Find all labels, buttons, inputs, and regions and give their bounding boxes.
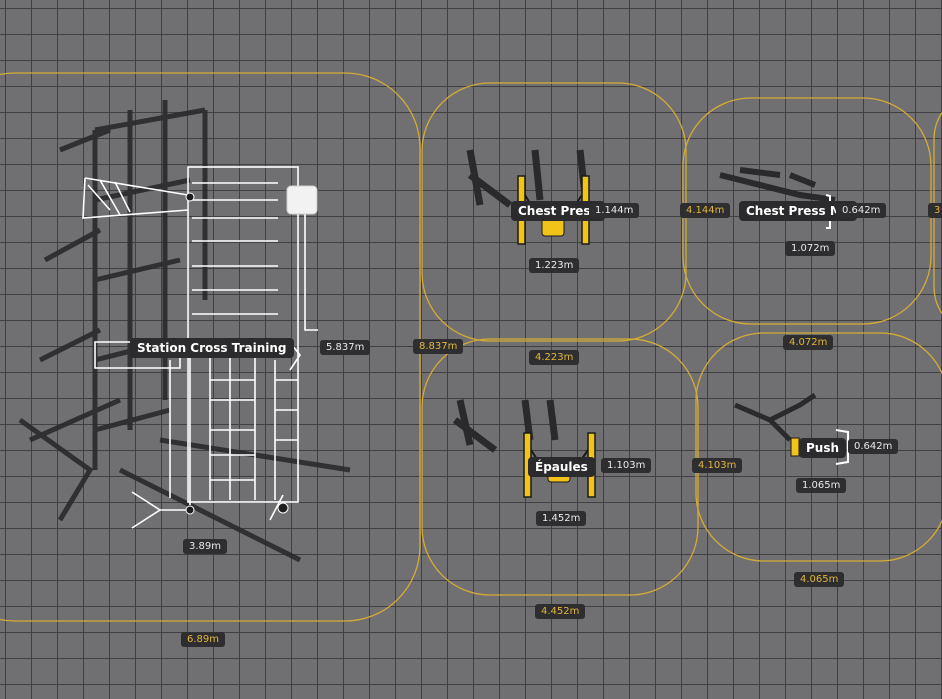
equipment-name-chest-press[interactable]: Chest Press <box>511 201 605 221</box>
station-cross-training-frame[interactable] <box>82 166 318 529</box>
dimension-depth-station-cross-training: 5.837m <box>320 340 371 355</box>
zone-dimension-depth-chest-press: 4.144m <box>680 203 731 218</box>
station-cross-training-shadow <box>18 100 351 563</box>
equipment-name-push[interactable]: Push <box>799 438 847 458</box>
zone-dimension-width-chest-press-ma: 4.072m <box>783 335 834 350</box>
dimension-width-epaules: 1.452m <box>536 511 587 526</box>
station-cross-training-box[interactable] <box>286 185 318 215</box>
push-shadow <box>734 392 817 442</box>
dimension-depth-push: 0.642m <box>848 439 899 454</box>
zone-dimension-width-push: 4.065m <box>794 572 845 587</box>
zone-outline-push[interactable] <box>695 332 942 562</box>
epaules-shadow <box>452 399 559 453</box>
equipment-name-station-cross-training[interactable]: Station Cross Training <box>130 338 294 358</box>
equipment-name-epaules[interactable]: Épaules <box>528 457 595 477</box>
dimension-depth-chest-press: 1.144m <box>589 203 640 218</box>
zone-dimension-depth-chest-press-ma: 3 <box>928 203 942 218</box>
dimension-width-chest-press-ma: 1.072m <box>785 241 836 256</box>
zone-dimension-depth-station-cross-training: 8.837m <box>413 339 464 354</box>
chest-press-shadow <box>466 149 589 208</box>
equipment-name-chest-press-ma[interactable]: Chest Press Ma <box>739 201 857 221</box>
zone-dimension-width-epaules: 4.452m <box>535 604 586 619</box>
dimension-depth-epaules: 1.103m <box>601 458 652 473</box>
dimension-width-station-cross-training: 3.89m <box>183 539 228 554</box>
chest-press-ma-shadow <box>719 167 836 203</box>
dimension-width-push: 1.065m <box>796 478 847 493</box>
zone-dimension-width-chest-press: 4.223m <box>529 350 580 365</box>
zone-dimension-width-station-cross-training: 6.89m <box>181 632 226 647</box>
dimension-depth-chest-press-ma: 0.642m <box>836 203 887 218</box>
zone-dimension-depth-epaules: 4.103m <box>692 458 743 473</box>
dimension-width-chest-press: 1.223m <box>529 258 580 273</box>
